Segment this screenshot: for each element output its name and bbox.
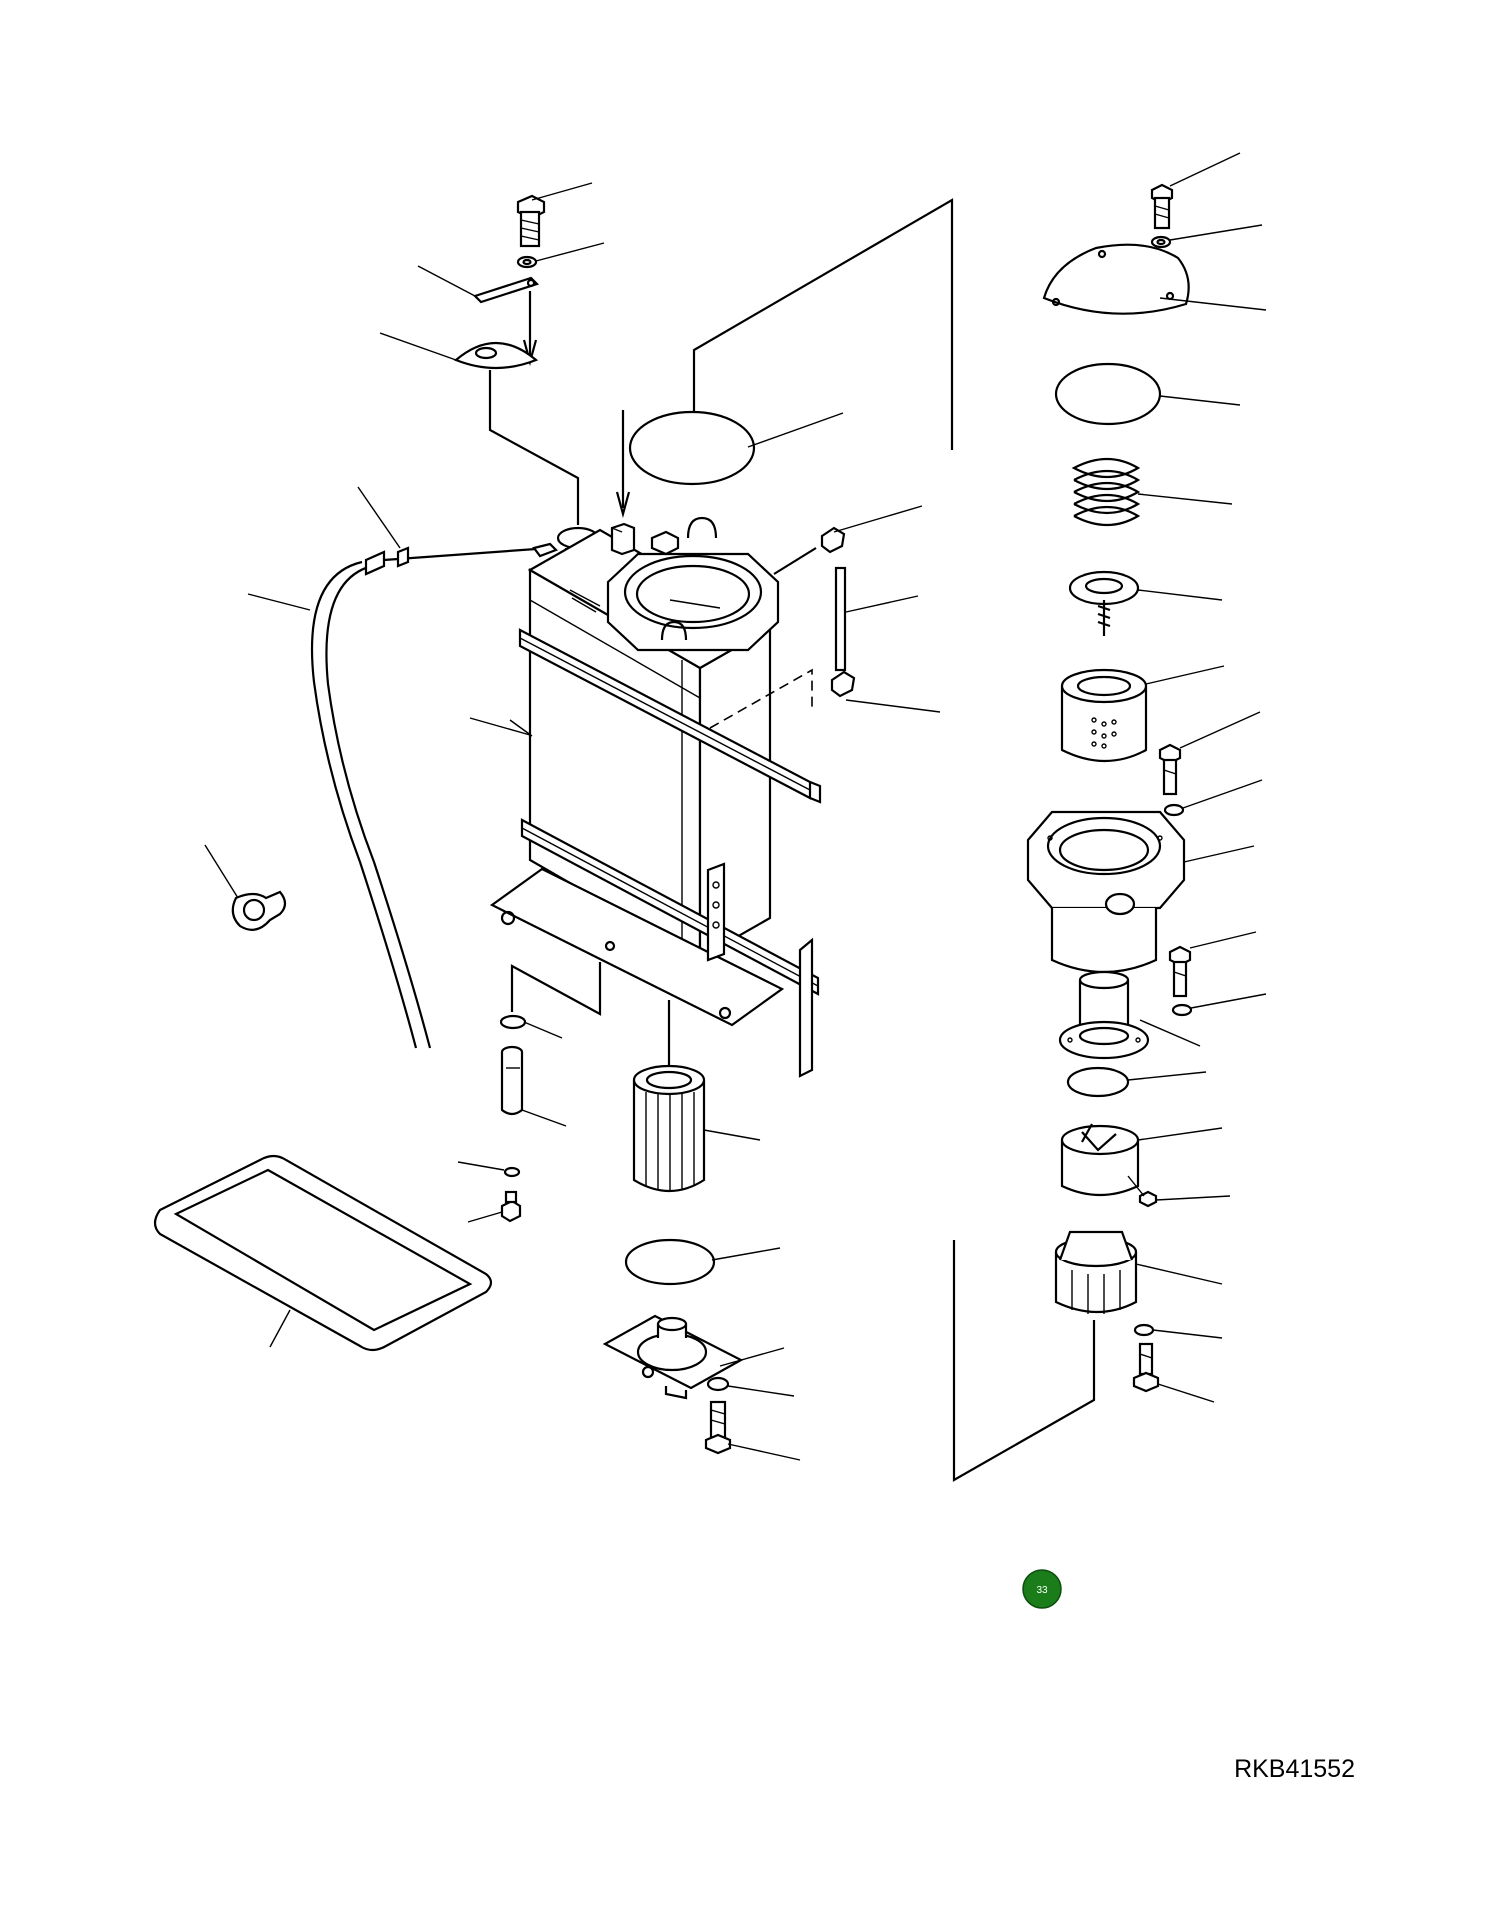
valve-seat [952, 1230, 1223, 1482]
case-flange-lower [1058, 970, 1201, 1060]
hotspot-label: 33 [1036, 1585, 1048, 1596]
locking-lever [417, 265, 540, 304]
lifting-eye-front [660, 620, 688, 641]
filter-spring [1071, 458, 1233, 526]
small-fitting-top [610, 522, 636, 556]
bottom-bolt-middle [704, 1400, 801, 1461]
case-bolt-lower [1168, 931, 1257, 998]
bypass-valve [1060, 1123, 1231, 1208]
filter-case [1026, 810, 1255, 974]
level-gauge [709, 505, 941, 729]
drain-plug [467, 1190, 522, 1223]
lifting-eye-top [686, 516, 718, 539]
drain-o-ring [499, 962, 602, 1039]
bottom-washer-middle [706, 1376, 795, 1397]
drain-spacer [500, 1045, 567, 1127]
top-bolt-left [516, 182, 593, 248]
o-ring-top-center [628, 198, 954, 486]
case-washer-lower [1171, 993, 1267, 1017]
seat-washer [1133, 1323, 1223, 1339]
filter-top-cover [1042, 243, 1267, 315]
tank-bracket-top [518, 628, 822, 804]
o-ring-top-right [1054, 362, 1241, 426]
tank-opening [606, 552, 780, 652]
filler-cap [379, 332, 580, 525]
tank-boss-right [650, 530, 680, 556]
hose-clamp [204, 844, 287, 931]
seat-bolt [1132, 1342, 1215, 1403]
drawing-code: RKB41552 [1234, 1755, 1355, 1783]
top-bolt-right [1150, 152, 1241, 230]
filter-element [1060, 665, 1225, 763]
tank-bracket-bottom [520, 818, 820, 1078]
top-washer-right [1150, 224, 1263, 249]
drain-small-ring [457, 1161, 521, 1178]
o-ring-bottom-middle [624, 1238, 781, 1286]
o-ring-lower-right [1066, 1066, 1207, 1098]
tank-leader [509, 719, 533, 737]
strainer-element [632, 1000, 761, 1192]
case-washer-upper [1163, 779, 1263, 817]
breather-hose [247, 486, 558, 1049]
top-washer-left [516, 242, 605, 269]
case-bolt-upper [1158, 711, 1261, 796]
tank-gasket [153, 1154, 493, 1352]
arrow-down-tank [615, 410, 631, 519]
hotspot-badge[interactable]: 33 [1022, 1569, 1062, 1609]
valve-disc [1068, 570, 1223, 636]
tank-base-plate [489, 862, 785, 1027]
bottom-cover-plate [602, 1314, 785, 1400]
